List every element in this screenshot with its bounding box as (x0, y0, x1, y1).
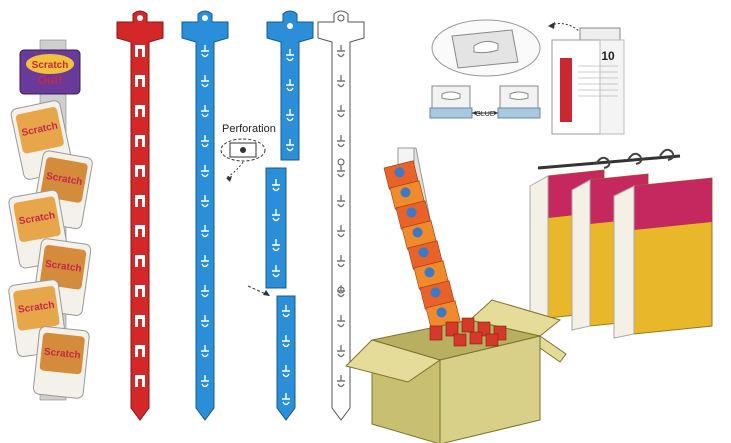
sachet-logo (418, 247, 429, 258)
glue-tab-right (497, 85, 541, 119)
perforation-label: Perforation (222, 123, 276, 135)
sachet-logo (406, 207, 417, 218)
glue-label: GLUE (475, 111, 494, 118)
hang-tab-product-box: 10 (551, 27, 625, 135)
sachet-logo (436, 307, 447, 318)
hang-tab-detail: GLUE (429, 19, 585, 119)
sachet-logo (394, 167, 405, 178)
pop-up-sachets (383, 160, 461, 330)
box-front (613, 177, 713, 339)
sachet-brand-text: Scratch (43, 347, 81, 362)
red-clip-strip (116, 10, 164, 421)
sachet-brand-text: Scratch (44, 259, 82, 275)
clip-strip-product-display: Scratch Out! Scratch Scratch Scratch (8, 39, 93, 401)
white-clip-strip (317, 10, 365, 421)
hanging-boxes-display (529, 148, 713, 339)
sachet-logo (400, 187, 411, 198)
sachet-logo (424, 267, 435, 278)
product-header-card: Scratch Out! (19, 49, 81, 95)
hanging-sachets: Scratch Scratch Scratch Scratch Scratch (8, 100, 93, 399)
carton-display (345, 147, 567, 443)
hanger-hooks (595, 148, 675, 169)
header-brand-text-2: Out! (38, 73, 63, 87)
segmented-blue-clip-strip (265, 10, 314, 421)
header-brand-text: Scratch (32, 60, 69, 71)
carton-contents (429, 317, 507, 347)
sachet-logo (430, 287, 441, 298)
perforation-callout: Perforation (220, 123, 276, 297)
box-number-text: 10 (601, 49, 615, 63)
sachet-brand-text: Scratch (17, 300, 55, 316)
glue-tab-left (429, 85, 473, 119)
sachet-logo (412, 227, 423, 238)
blue-clip-strip (181, 10, 229, 421)
